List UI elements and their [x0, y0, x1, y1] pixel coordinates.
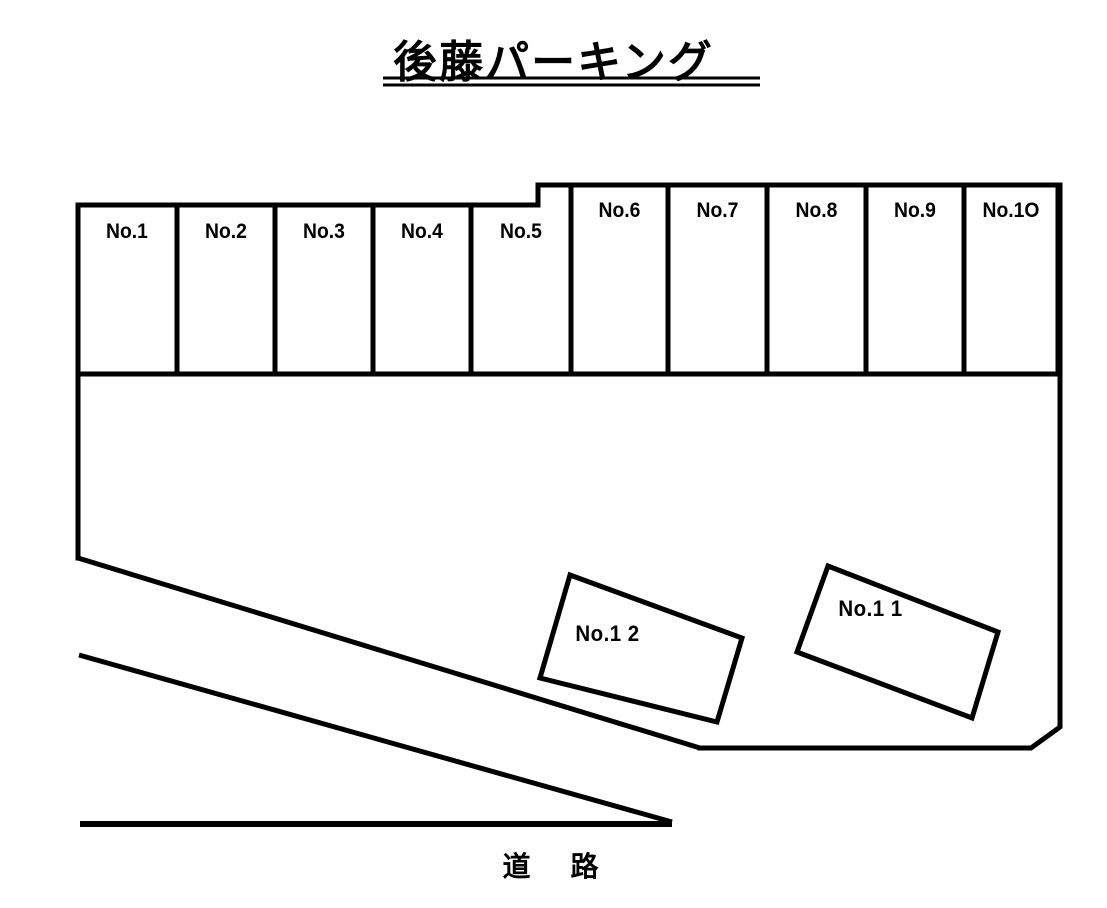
stall-label-no12: No.1 2	[575, 621, 640, 646]
back-row-dividers	[665, 185, 1061, 374]
angled-stall-no12[interactable]	[536, 571, 746, 726]
stall-label-no9: No.9	[894, 199, 936, 222]
title-underline	[383, 76, 760, 87]
page-title: 後藤パーキング	[393, 37, 714, 88]
angled-stall-no11[interactable]	[793, 562, 1002, 722]
stall-label-no3: No.3	[303, 220, 345, 243]
stall-label-no6: No.6	[598, 199, 641, 222]
road-label: 道 路	[502, 850, 605, 883]
stall-label-no8: No.8	[795, 199, 838, 222]
stall-label-no11: No.1 1	[838, 596, 903, 621]
stall-label-no4: No.4	[401, 220, 443, 243]
driveway-edge-upper	[77, 555, 701, 751]
front-row-dividers	[174, 185, 574, 374]
driveway-edge-lower	[78, 652, 673, 825]
stall-label-no5: No.5	[500, 220, 542, 243]
stall-label-no2: No.2	[205, 220, 247, 243]
stall-label-no10: No.1O	[982, 199, 1040, 222]
stall-label-no1: No.1	[106, 220, 148, 243]
stall-label-no7: No.7	[696, 199, 739, 222]
